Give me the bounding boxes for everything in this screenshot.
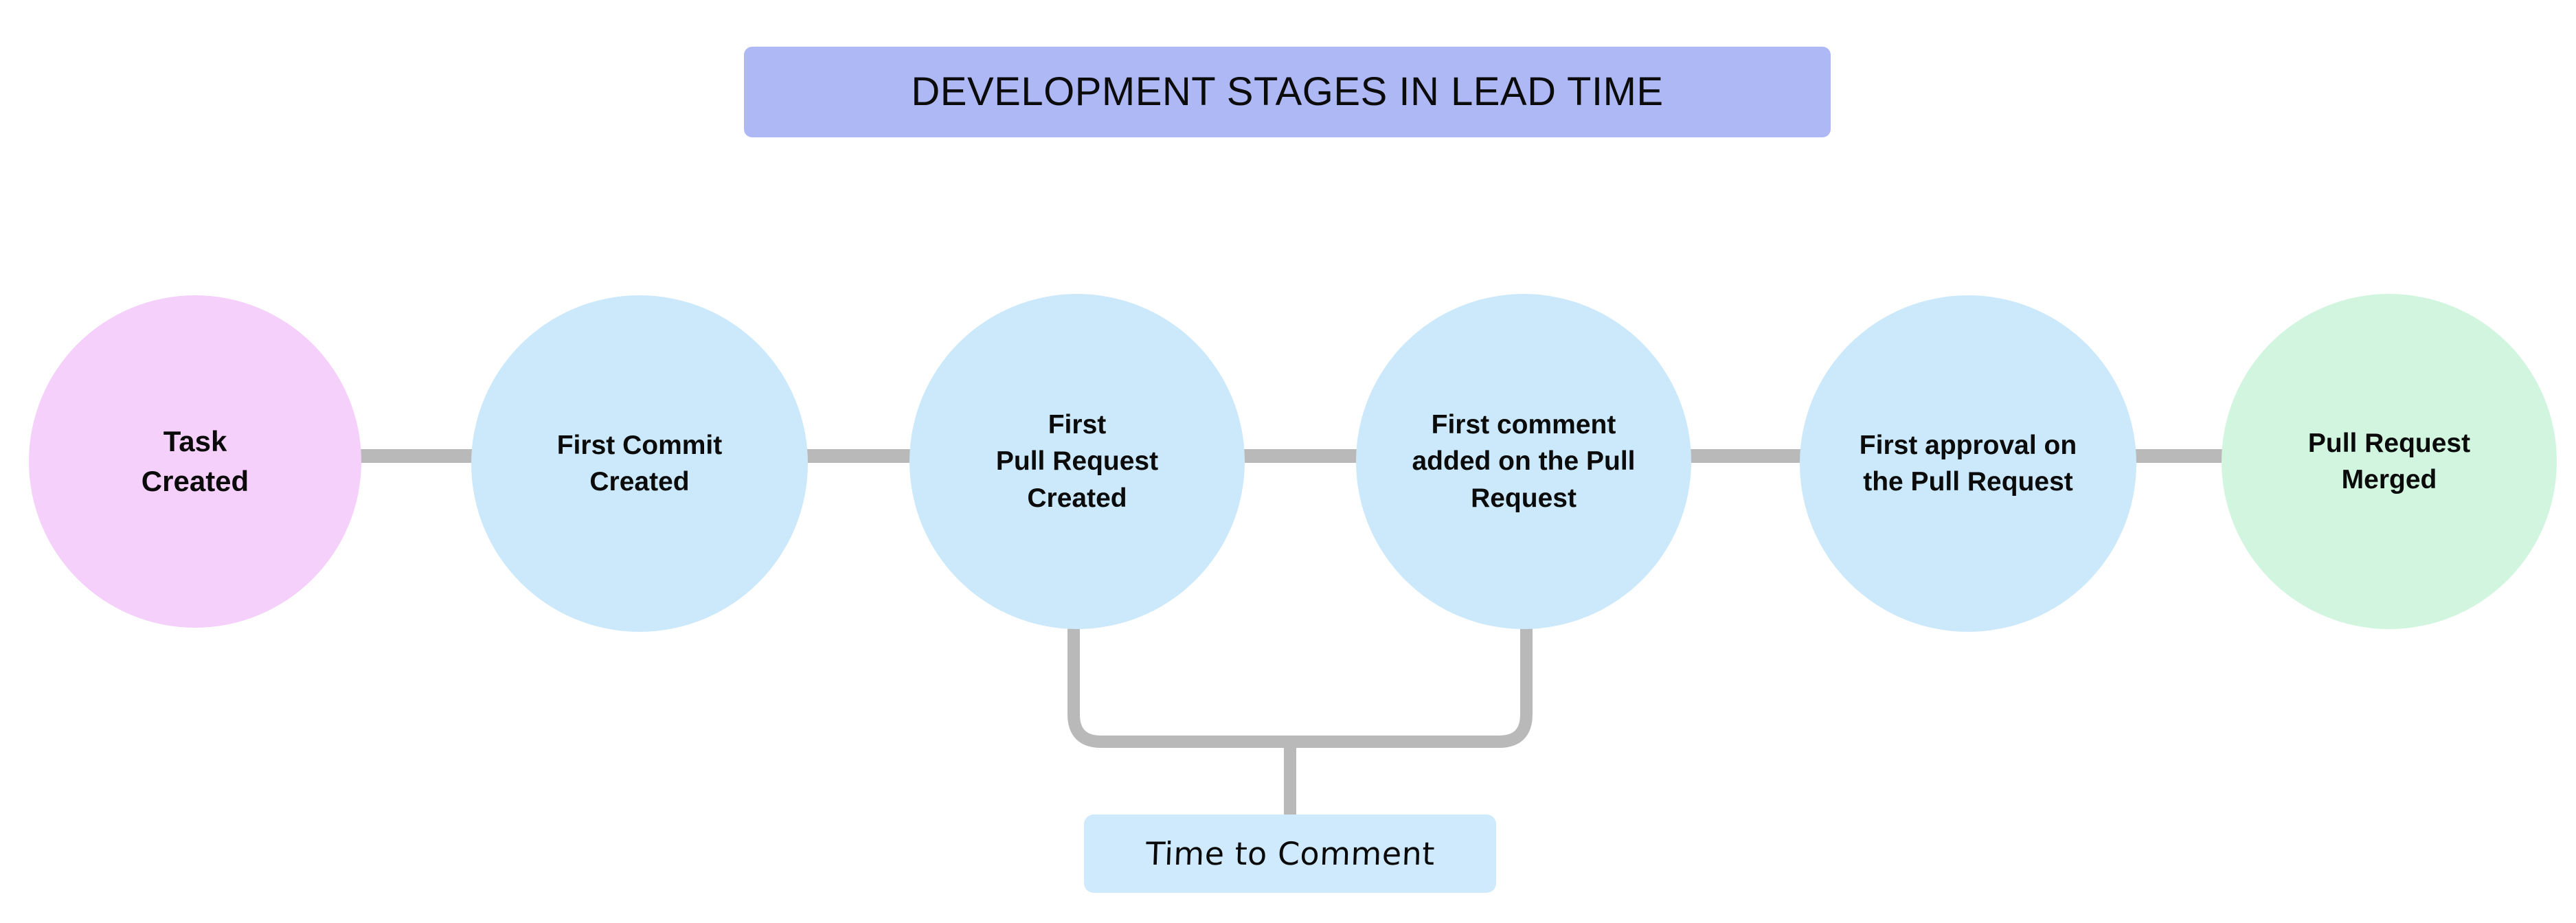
node-first-comment-on-pull-request[interactable]: First comment added on the Pull Request (1356, 294, 1691, 629)
node-label: First Pull Request Created (995, 409, 1159, 513)
node-first-pull-request-created[interactable]: First Pull Request Created (909, 294, 1245, 629)
measure-label-time-to-comment[interactable]: Time to Comment (1084, 814, 1496, 893)
node-first-approval-on-pull-request[interactable]: First approval on the Pull Request (1800, 295, 2136, 632)
node-label: First approval on the Pull Request (1859, 430, 2077, 497)
measure-bracket-left (1067, 615, 1296, 748)
measure-bracket-right (1284, 615, 1533, 748)
node-label: First comment added on the Pull Request (1412, 409, 1636, 513)
node-label: Pull Request Merged (2307, 428, 2471, 494)
measure-label-text: Time to Comment (1144, 835, 1436, 872)
node-pull-request-merged[interactable]: Pull Request Merged (2222, 294, 2557, 629)
page-title: DEVELOPMENT STAGES IN LEAD TIME (911, 69, 1664, 114)
node-label: Task Created (141, 425, 249, 497)
diagram-title-banner: DEVELOPMENT STAGES IN LEAD TIME (744, 47, 1831, 137)
node-label: First Commit Created (556, 430, 723, 497)
node-task-created[interactable]: Task Created (29, 295, 361, 628)
node-first-commit-created[interactable]: First Commit Created (471, 295, 808, 632)
